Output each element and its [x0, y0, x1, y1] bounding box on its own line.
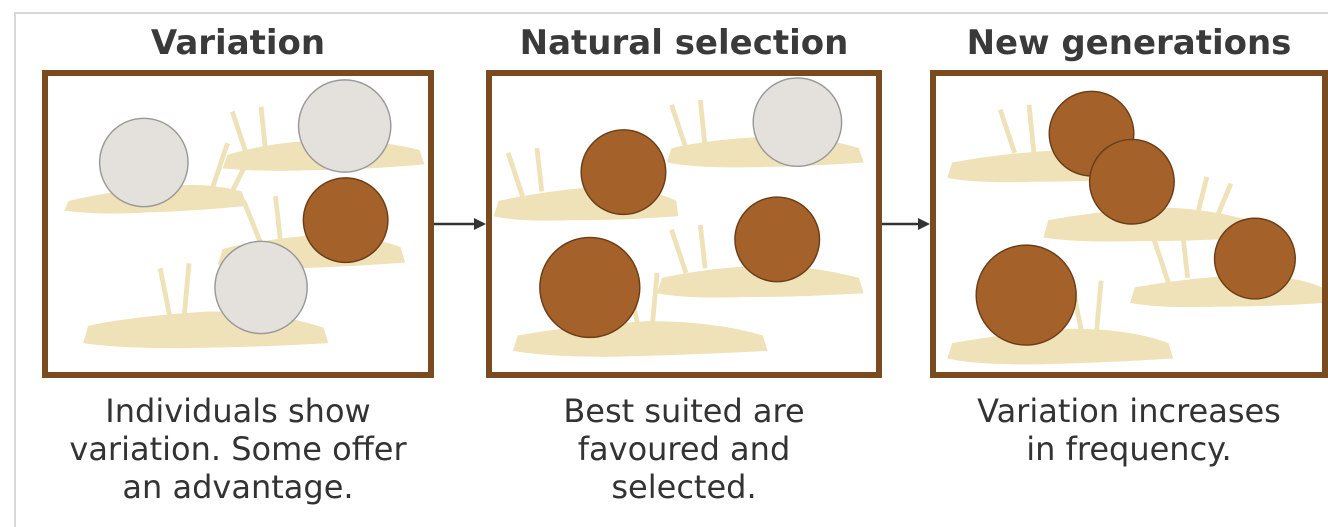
snail-pale — [64, 118, 251, 213]
natural-selection-snails-illustration — [492, 76, 876, 372]
stage-title-natural-selection: Natural selection — [486, 20, 882, 66]
caption-line: selected. — [486, 468, 882, 506]
snail-brown — [657, 197, 864, 297]
natural-selection-caption: Best suited are favoured and selected. — [486, 392, 882, 506]
caption-line: Variation increases — [930, 392, 1328, 430]
snail-brown — [494, 130, 679, 221]
natural-selection-panel — [486, 70, 882, 378]
new-generations-caption: Variation increases in frequency. — [930, 392, 1328, 468]
arrow-right-icon — [434, 214, 486, 234]
caption-line: variation. Some offer — [26, 430, 450, 468]
stage-title-variation: Variation — [42, 20, 434, 66]
caption-line: in frequency. — [930, 430, 1328, 468]
stage-title-new-generations: New generations — [930, 20, 1328, 66]
snail-pale — [223, 80, 425, 172]
caption-line: Individuals show — [26, 392, 450, 430]
caption-line: Best suited are — [486, 392, 882, 430]
arrow-right-icon — [882, 214, 930, 234]
variation-snails-illustration — [48, 76, 428, 372]
caption-line: an advantage. — [26, 468, 450, 506]
variation-panel — [42, 70, 434, 378]
snail-brown — [947, 245, 1173, 364]
variation-caption: Individuals show variation. Some offer a… — [26, 392, 450, 506]
caption-line: favoured and — [486, 430, 882, 468]
snail-pale — [667, 78, 864, 168]
snail-pale — [83, 241, 328, 348]
new-generations-panel — [930, 70, 1328, 378]
new-generations-snails-illustration — [936, 76, 1322, 372]
